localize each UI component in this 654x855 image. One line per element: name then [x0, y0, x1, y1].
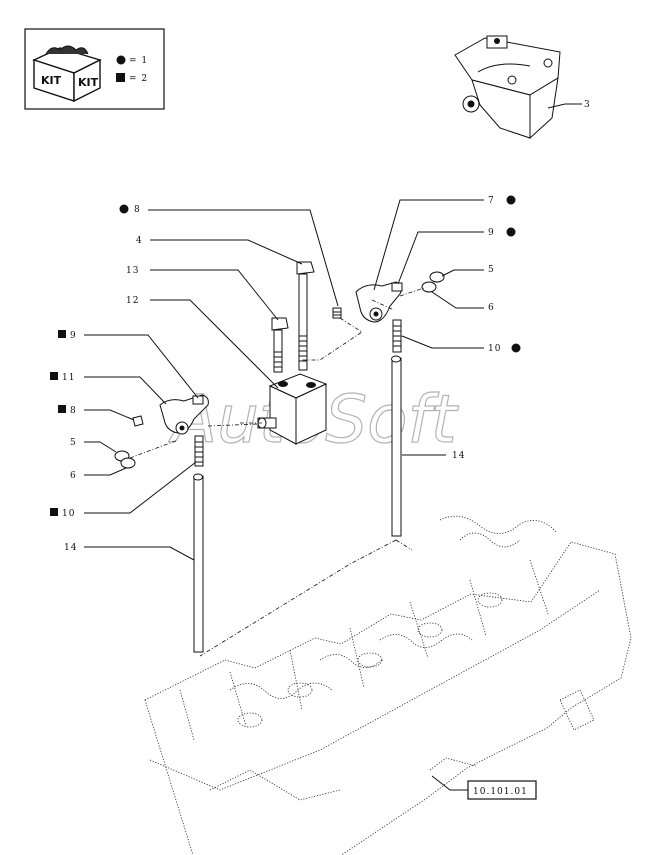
callout-4: 4	[136, 236, 143, 246]
circle-kit-marker	[119, 204, 129, 214]
callout-12: 12	[126, 296, 139, 306]
cylinder-head-outline	[144, 515, 632, 855]
square-kit-marker	[58, 405, 66, 413]
left-rocker-group	[114, 394, 209, 653]
callout-9-right: 9	[488, 228, 495, 238]
callout-8-left: 8	[70, 406, 77, 416]
callout-10-right: 10	[488, 344, 501, 354]
reference-box-text[interactable]: 10.101.01	[473, 787, 528, 797]
kit-label-left: KIT	[41, 74, 62, 87]
kit-legend: KIT KIT = 1 = 2	[24, 28, 165, 110]
callout-labels: 8 4 13 12 9 11 8 5 6 10 14	[50, 195, 521, 561]
square-kit-value: = 2	[129, 74, 148, 84]
callout-14-left: 14	[64, 543, 77, 553]
callout-13: 13	[126, 266, 139, 276]
circle-kit-marker	[506, 195, 516, 205]
assembly-dashed-lines	[129, 287, 425, 657]
square-kit-marker	[50, 508, 58, 516]
callout-5-right: 5	[488, 265, 495, 275]
callout-11: 11	[62, 373, 75, 383]
rocker-assembly-thumbnail: 3	[454, 35, 591, 140]
callout-6-left: 6	[70, 471, 77, 481]
square-kit-marker	[50, 372, 58, 380]
callout-8-top: 8	[134, 205, 141, 215]
circle-kit-marker	[511, 343, 521, 353]
callout-5-left: 5	[70, 438, 77, 448]
callout-7: 7	[488, 196, 495, 206]
square-kit-marker	[58, 330, 66, 338]
reference-box[interactable]: 10.101.01	[431, 775, 537, 800]
kit-box-icon: KIT KIT	[32, 45, 102, 103]
circle-kit-marker	[116, 55, 126, 65]
callout-3: 3	[584, 100, 591, 110]
callout-14-right: 14	[452, 451, 465, 461]
callout-9-left: 9	[70, 331, 77, 341]
right-rocker-group	[355, 271, 445, 537]
kit-label-right: KIT	[78, 76, 99, 89]
center-support-group	[238, 261, 342, 445]
circle-kit-marker	[506, 227, 516, 237]
circle-kit-value: = 1	[129, 56, 148, 66]
callout-6-right: 6	[488, 303, 495, 313]
callout-10-left: 10	[62, 509, 75, 519]
square-kit-marker	[116, 73, 125, 82]
